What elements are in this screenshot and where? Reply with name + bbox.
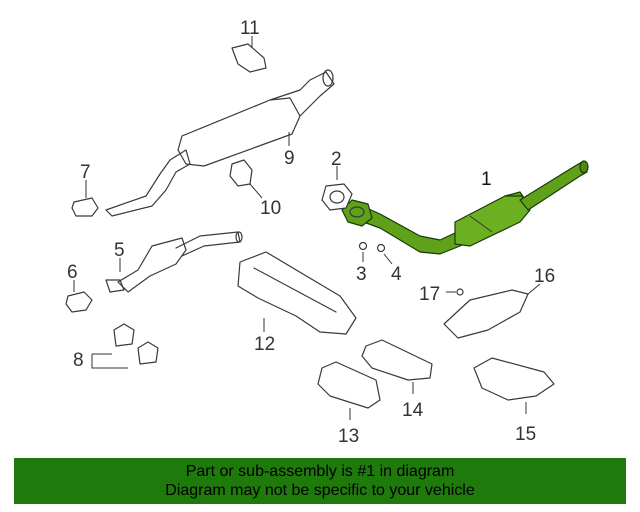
banner-line-2: Diagram may not be specific to your vehi… [165,482,475,499]
callout-3: 3 [356,264,367,285]
part-8-hangers[interactable] [91,323,159,369]
callout-11: 11 [240,18,260,39]
part-16-heat-shield[interactable] [443,283,541,339]
part-4-nut[interactable] [376,243,393,265]
callout-12: 12 [254,334,275,355]
part-15-heat-shield[interactable] [473,357,555,414]
info-banner: Part or sub-assembly is #1 in diagram Di… [14,458,626,504]
callout-13: 13 [338,426,359,447]
callout-17: 17 [419,284,440,305]
part-1-catalytic-converter[interactable] [341,160,589,255]
part-11-bracket[interactable] [231,36,267,73]
callout-10: 10 [260,198,281,219]
part-3-bolt[interactable] [358,241,368,263]
exploded-parts-diagram: 1 2 3 4 5 6 7 8 9 10 11 12 13 14 15 16 1… [65,18,589,447]
callout-15: 15 [515,424,536,445]
callout-16: 16 [534,266,555,287]
callout-4: 4 [391,264,402,285]
callout-6: 6 [67,262,78,283]
callout-9: 9 [284,148,295,169]
part-10-hanger[interactable] [229,159,263,199]
callout-2: 2 [331,149,342,170]
part-2-gasket[interactable] [321,166,353,211]
part-5-resonator-pipe[interactable] [105,231,243,293]
callout-14: 14 [402,400,424,421]
part-9-muffler[interactable] [105,69,335,217]
callout-1: 1 [481,169,492,190]
part-14-heat-shield[interactable] [361,339,433,394]
part-12-heat-shield[interactable] [237,251,357,335]
part-13-heat-shield[interactable] [317,361,381,420]
part-17-bolt[interactable] [446,288,464,296]
part-7-clamp[interactable] [71,180,99,217]
callout-5: 5 [114,240,125,261]
callout-7: 7 [80,162,91,183]
banner-line-1: Part or sub-assembly is #1 in diagram [185,463,455,480]
part-6-clamp[interactable] [65,280,93,313]
callout-8: 8 [73,350,84,371]
